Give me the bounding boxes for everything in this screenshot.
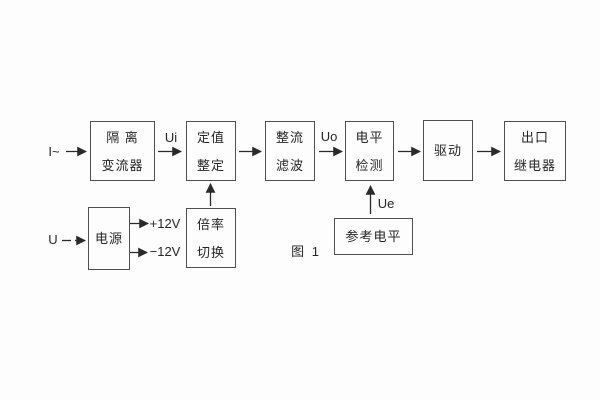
block-label: 倍率 — [196, 216, 225, 232]
label-input-voltage: U — [48, 232, 58, 247]
block-label: 隔 离 — [106, 129, 139, 145]
label-signal-uo: Uo — [320, 129, 338, 144]
label-input-current: I~ — [48, 144, 60, 159]
block-power-supply: 电源 — [88, 207, 130, 270]
label-supply-positive: +12V — [149, 216, 181, 231]
block-label: 检测 — [355, 157, 384, 173]
label-signal-ui: Ui — [164, 130, 178, 145]
block-label: 滤波 — [275, 157, 304, 173]
block-label: 电平 — [355, 129, 384, 145]
block-reference-level: 参考电平 — [334, 218, 413, 255]
figure-caption: 图 1 — [291, 244, 321, 259]
block-label: 电源 — [94, 231, 123, 246]
block-label: 驱动 — [433, 143, 462, 158]
block-label: 继电器 — [513, 157, 556, 173]
block-label: 整流 — [275, 129, 304, 145]
block-label: 参考电平 — [345, 229, 402, 244]
block-drive: 驱动 — [423, 120, 473, 181]
block-label: 切换 — [196, 244, 225, 260]
label-supply-negative: −12V — [149, 244, 181, 259]
block-label: 定值 — [196, 129, 225, 145]
block-rectifier-filter: 整流 滤波 — [265, 121, 315, 181]
label-signal-ue: Ue — [377, 196, 395, 211]
block-isolation-transformer: 隔 离 变流器 — [90, 121, 155, 181]
block-label: 出口 — [520, 129, 549, 145]
block-label: 变流器 — [101, 157, 144, 173]
block-ratio-switching: 倍率 切换 — [186, 208, 236, 268]
block-setpoint-setting: 定值 整定 — [186, 121, 236, 181]
block-level-detection: 电平 检测 — [345, 121, 394, 181]
block-output-relay: 出口 继电器 — [504, 121, 566, 181]
block-label: 整定 — [196, 157, 225, 173]
